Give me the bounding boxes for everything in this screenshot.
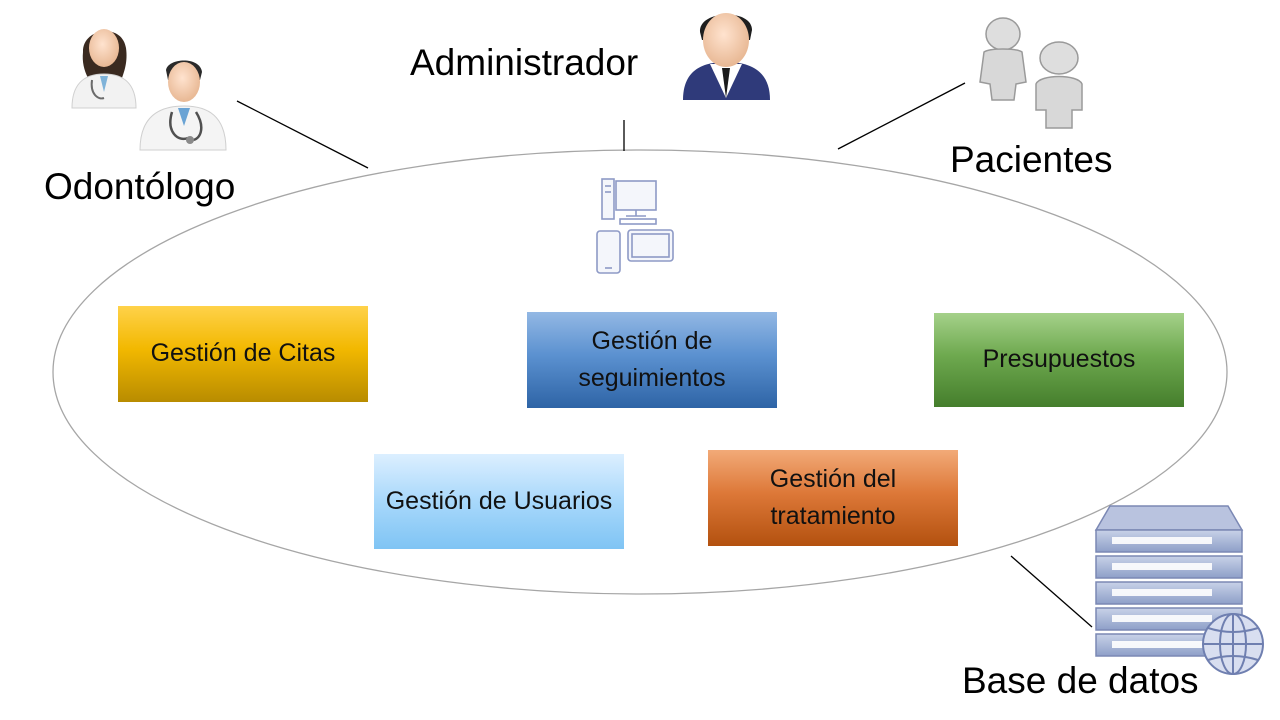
administrador-label: Administrador: [410, 42, 639, 83]
module-presupuestos: Presupuestos: [934, 313, 1184, 407]
administrator-icon: [683, 13, 770, 100]
module-gestion-tratamiento: Gestión del tratamiento: [708, 450, 958, 546]
database-server-icon: [1094, 505, 1264, 675]
module-gestion-seguimientos: Gestión de seguimientos: [527, 312, 777, 408]
module-gestion-citas: Gestión de Citas: [118, 306, 368, 402]
connector-base-datos: [1010, 555, 1093, 628]
module-gestion-usuarios: Gestión de Usuarios: [374, 454, 624, 549]
devices-icon: [596, 178, 674, 274]
doctors-icon: [71, 29, 227, 151]
system-boundary: [52, 149, 1228, 595]
patients-icon: [979, 17, 1083, 129]
base-datos-label: Base de datos: [962, 660, 1199, 701]
connector-pacientes: [837, 82, 966, 150]
connector-odontologo: [236, 100, 369, 169]
pacientes-label: Pacientes: [950, 139, 1113, 180]
odontologo-label: Odontólogo: [44, 166, 236, 207]
